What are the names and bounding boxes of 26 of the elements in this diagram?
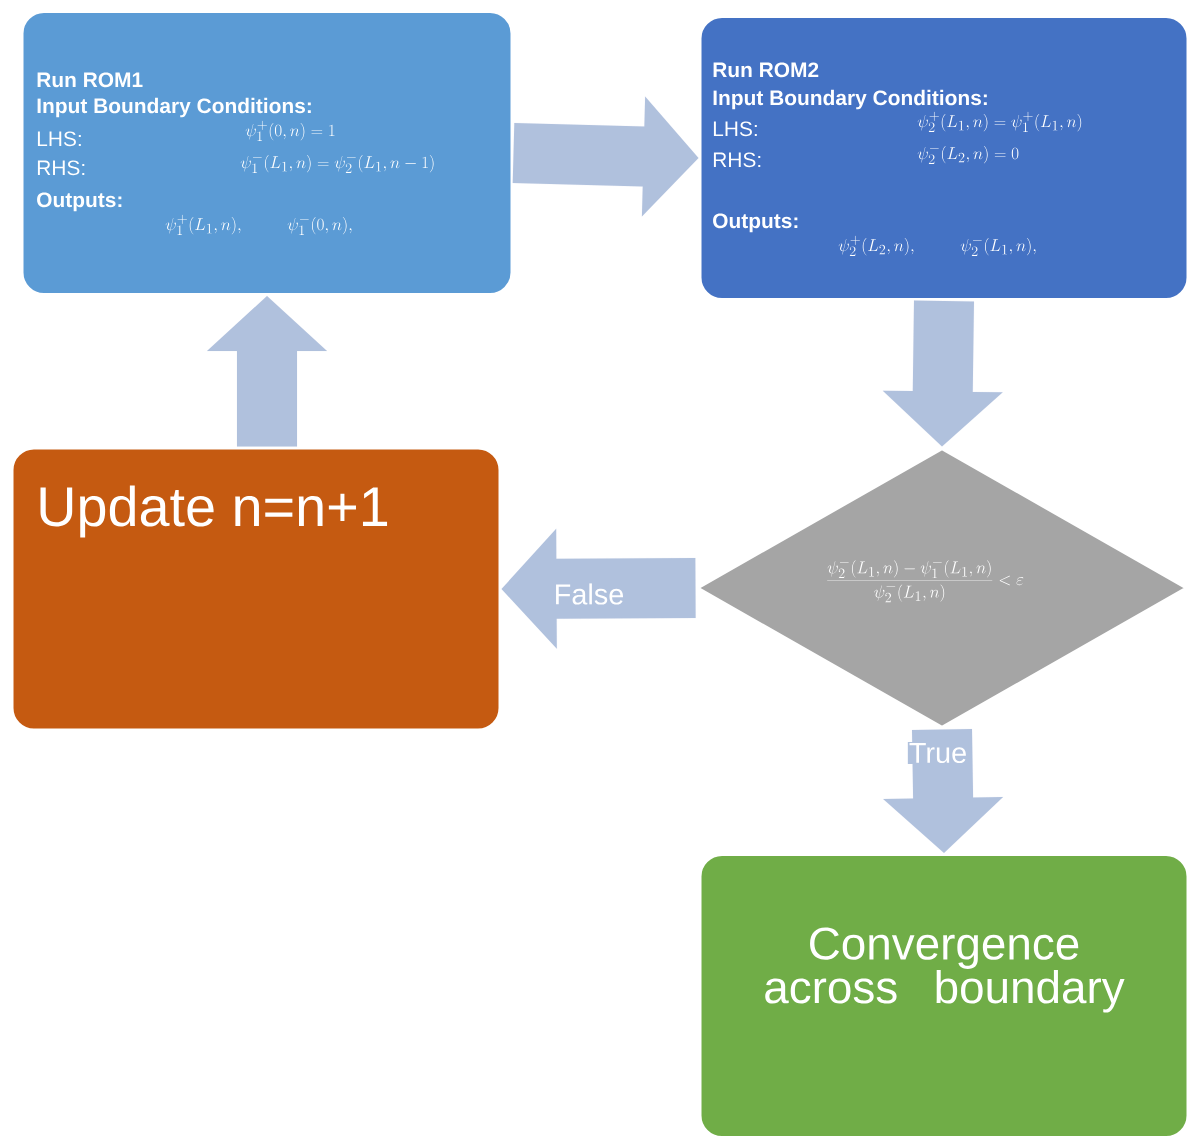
formula: $\psi_2^{+}(L_2,n),$ xyxy=(838,235,914,256)
field-label: RHS: xyxy=(713,152,761,168)
field-label: LHS: xyxy=(37,131,81,147)
formula: $\psi_2^{-}(L_1,n),$ xyxy=(960,238,1036,256)
formula: $\psi_1^{-}(L_1,n) = \psi_2^{-}(L_1,n-1)$ xyxy=(240,155,434,173)
box-title: Convergence across boundary xyxy=(765,927,1125,1013)
block-arrow xyxy=(512,96,699,217)
heading: Outputs: xyxy=(37,192,122,212)
field-label: RHS: xyxy=(37,160,85,176)
heading: Run ROM2 xyxy=(713,62,819,78)
condition-formula: $\frac{\psi_2^{-}(L_1,n) - \psi_1^{-}(L_1,n)}{\psi_2^{-}(L_1,n)} < \varepsilon$ xyxy=(827,560,1024,603)
field-label: LHS: xyxy=(713,121,757,137)
box-title: Update n=n+1 xyxy=(40,485,388,538)
edge-label: False xyxy=(552,582,626,606)
formula: $\psi_1^{+}(0,n) = 1$ xyxy=(245,120,335,141)
heading: Input Boundary Conditions: xyxy=(37,97,311,118)
block-arrow xyxy=(882,300,1003,447)
formula: $\psi_1^{+}(L_1,n),$ xyxy=(165,214,241,235)
formula: $\psi_2^{+}(L_1,n) = \psi_1^{+}(L_1,n)$ xyxy=(917,111,1082,132)
block-arrow xyxy=(206,295,328,447)
formula: $\psi_2^{-}(L_2,n) = 0$ xyxy=(917,146,1019,164)
heading: Outputs: xyxy=(713,213,798,233)
edge-label: True xyxy=(907,741,969,765)
heading: Input Boundary Conditions: xyxy=(713,89,987,110)
heading: Run ROM1 xyxy=(37,72,143,88)
formula: $\psi_1^{-}(0,n),$ xyxy=(287,217,352,235)
